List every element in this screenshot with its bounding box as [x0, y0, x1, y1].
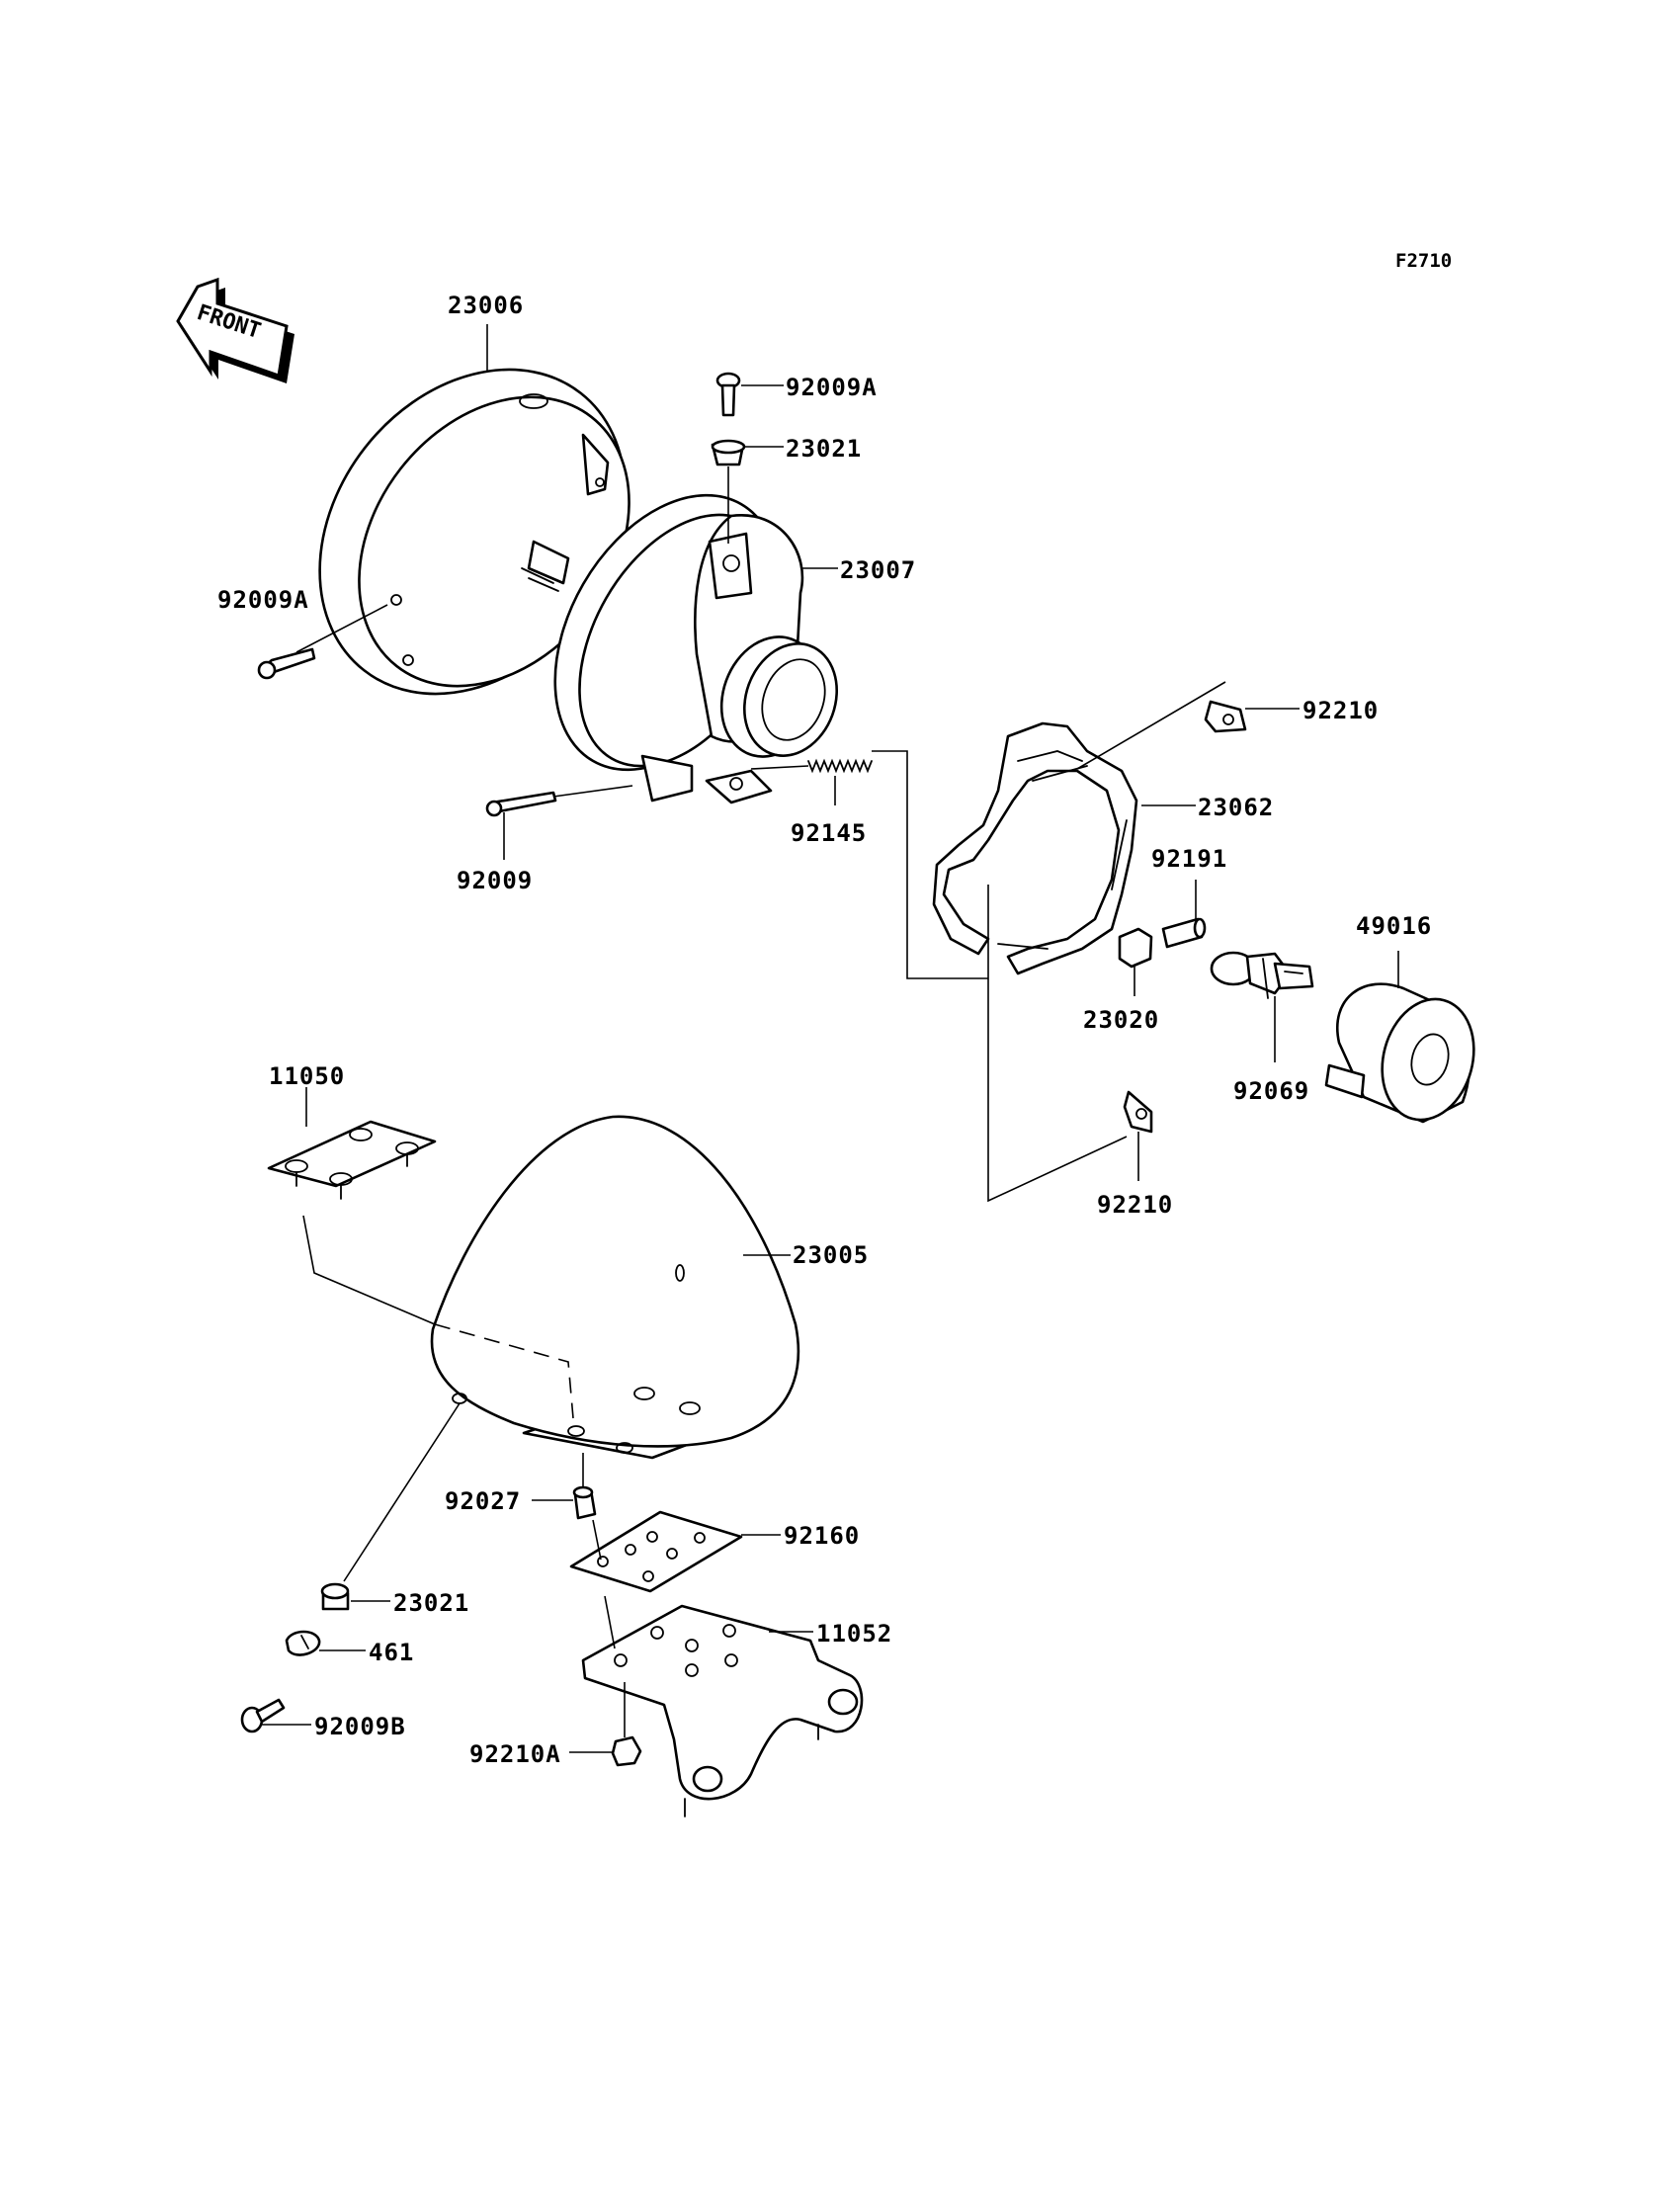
headlight-housing [430, 1115, 800, 1460]
label-92009B: 92009B [314, 1713, 406, 1740]
damper-plate [569, 1510, 781, 1593]
label-23021-low: 23021 [393, 1589, 469, 1617]
label-92210-top: 92210 [1302, 697, 1379, 724]
adjust-screw [485, 785, 633, 860]
spring [750, 750, 988, 979]
label-23005: 23005 [793, 1241, 869, 1269]
label-23021-top: 23021 [786, 435, 862, 463]
headlight-bracket [932, 681, 1226, 1203]
label-92069: 92069 [1233, 1077, 1309, 1105]
top-grommet [711, 439, 784, 544]
label-92210A: 92210A [469, 1740, 561, 1768]
nut-low [569, 1682, 642, 1767]
washer [285, 1630, 366, 1656]
label-92009A-left: 92009A [217, 586, 309, 614]
front-arrow-icon: FRONT [176, 277, 294, 383]
top-screw [715, 372, 784, 417]
label-92009A-top: 92009A [786, 374, 878, 401]
label-92009: 92009 [457, 867, 533, 894]
label-23020: 23020 [1083, 1006, 1159, 1034]
rim-screw [257, 604, 388, 680]
mount-plate-left [267, 1087, 437, 1325]
headlight-unit [553, 493, 839, 804]
label-92210-bottom: 92210 [1097, 1191, 1173, 1219]
socket [1118, 927, 1153, 996]
label-23006: 23006 [448, 292, 524, 319]
label-23007: 23007 [840, 556, 916, 584]
bulb [1210, 951, 1314, 1062]
nut-top [1204, 700, 1300, 733]
headlight-stay [581, 1595, 864, 1817]
label-49016: 49016 [1356, 912, 1432, 940]
label-92160: 92160 [784, 1522, 860, 1550]
headlight-rim [318, 368, 630, 696]
bulb-boot [1324, 951, 1475, 1124]
bolt-low [240, 1698, 311, 1733]
nut-bottom [1123, 1090, 1153, 1181]
label-92145: 92145 [791, 819, 867, 847]
spacer [532, 1453, 597, 1520]
label-23062: 23062 [1198, 794, 1274, 821]
label-461: 461 [369, 1639, 414, 1666]
label-92027: 92027 [445, 1487, 521, 1515]
grommet-low [320, 1402, 461, 1611]
collar [1161, 880, 1207, 949]
label-92191: 92191 [1151, 845, 1227, 873]
label-11052: 11052 [816, 1620, 892, 1648]
figure-code: F2710 [1395, 250, 1452, 272]
label-11050: 11050 [269, 1062, 345, 1090]
